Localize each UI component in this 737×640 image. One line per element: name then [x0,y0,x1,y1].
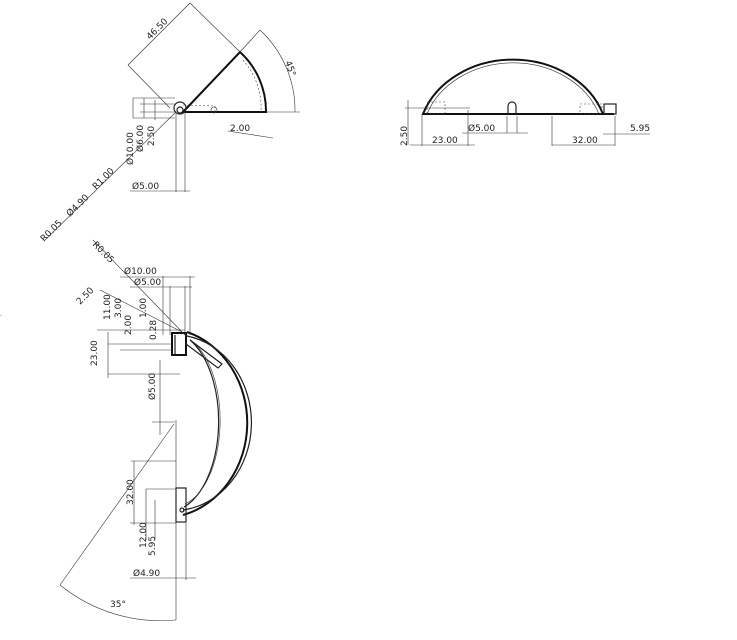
dim-2-00: 2.00 [124,315,134,335]
angled-view: 46.50 45° 2.00 Ø10.00 Ø6.00 2.50 Ø5.00 R… [39,2,300,244]
dim-dia-5: Ø5.00 [134,277,161,288]
dim-r0-05: R0.05 [90,240,116,266]
dim-r0-05: R0.05 [39,218,65,244]
dim-dia-4-90: Ø4.90 [133,568,160,579]
dim-5-95: 5.95 [148,536,158,556]
dim-dia-5: Ø5.00 [468,123,495,134]
dome-outer [422,58,604,115]
hinge-inner [176,106,184,114]
dim-5-95: 5.95 [630,124,650,134]
dim-35deg: 35° [110,600,126,610]
dim-46-50: 46.50 [145,17,170,42]
dim-dia-5: Ø5.00 [132,181,159,192]
front-view: 2.50 23.00 Ø5.00 32.00 5.95 [400,58,650,146]
dim-32-00: 32.00 [572,136,598,146]
dim-dia-6: Ø6.00 [135,125,146,152]
dim-45deg: 45° [282,60,297,78]
dim-23-00: 23.00 [432,136,458,146]
dim-1-00: 1.00 [139,298,149,318]
side-view: R0.05 Ø10.00 Ø5.00 2.50 11.00 3.00 2.00 … [59,239,253,621]
dim-11-00: 11.00 [103,294,113,320]
dim-32-00: 32.00 [126,479,136,505]
dim-2-50: 2.50 [400,126,410,146]
dim-3-00: 3.00 [114,298,124,318]
dim-2-00: 2.00 [230,124,250,134]
sector-body [180,50,268,113]
hinge-outer [173,101,187,115]
dim-2-50: 2.50 [147,126,157,146]
dim-r1: R1.00 [91,166,117,192]
dim-dia-10: Ø10.00 [124,266,157,277]
dim-dia-10: Ø10.00 [125,132,136,165]
dim-23-00: 23.00 [90,340,100,366]
dim-2-50: 2.50 [75,286,96,307]
dim-12-00: 12.00 [139,522,149,548]
stray-mark: · [0,313,2,320]
dim-dia-5-b: Ø5.00 [147,373,158,400]
dim-0-28: 0.28 [149,320,159,340]
dim-dia-4-90: Ø4.90 [64,192,91,219]
hidden-edge [242,59,262,113]
